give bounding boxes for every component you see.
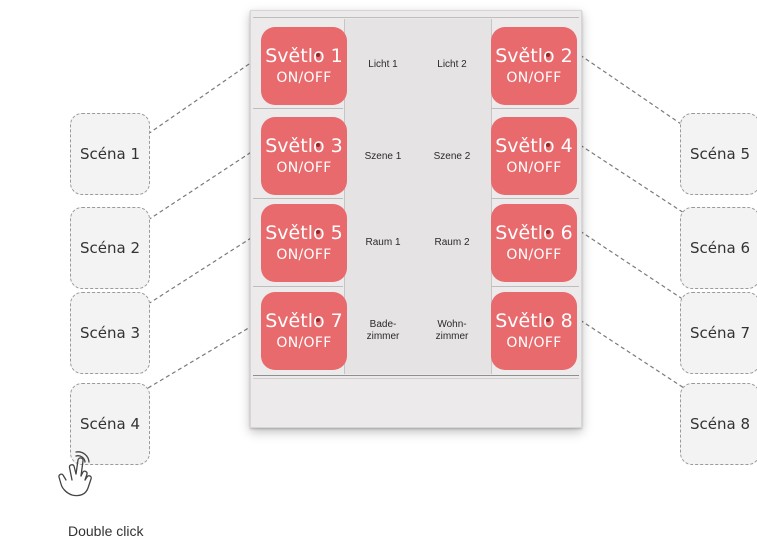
button-sublabel: ON/OFF	[506, 160, 562, 176]
status-led	[316, 230, 320, 234]
scene-6-box[interactable]: Scéna 6	[680, 207, 757, 289]
center-label-left: Raum 1	[365, 237, 401, 248]
button-label: Světlo 5	[265, 222, 343, 244]
connector-line	[579, 230, 685, 301]
light-8-button[interactable]: Světlo 8 ON/OFF	[491, 292, 577, 370]
panel-bottom-line	[253, 378, 579, 379]
status-led	[316, 318, 320, 322]
status-led	[546, 318, 550, 322]
double-click-caption: Double click	[68, 523, 144, 539]
button-sublabel: ON/OFF	[506, 70, 562, 86]
light-3-button[interactable]: Světlo 3 ON/OFF	[261, 117, 347, 195]
status-led	[316, 53, 320, 57]
row-divider	[253, 108, 343, 109]
button-label: Světlo 3	[265, 135, 343, 157]
row-divider	[253, 198, 343, 199]
button-label: Světlo 7	[265, 310, 343, 332]
button-label: Světlo 6	[495, 222, 573, 244]
connector-line	[147, 230, 263, 305]
scene-4-box[interactable]: Scéna 4	[70, 383, 150, 465]
double-tap-hand-icon	[58, 451, 92, 497]
connector-line	[147, 54, 263, 135]
row-divider	[491, 108, 579, 109]
light-2-button[interactable]: Světlo 2 ON/OFF	[491, 27, 577, 105]
status-led	[546, 230, 550, 234]
connector-line	[579, 144, 685, 214]
scene-8-box[interactable]: Scéna 8	[680, 383, 757, 465]
status-led	[316, 143, 320, 147]
connector-line	[579, 54, 685, 127]
button-label: Světlo 8	[495, 310, 573, 332]
center-label-right: Wohn- zimmer	[435, 319, 469, 342]
button-sublabel: ON/OFF	[276, 247, 332, 263]
connector-line	[579, 319, 685, 389]
status-led	[546, 143, 550, 147]
row-divider	[491, 286, 579, 287]
button-sublabel: ON/OFF	[276, 160, 332, 176]
light-1-button[interactable]: Světlo 1 ON/OFF	[261, 27, 347, 105]
button-label: Světlo 2	[495, 45, 573, 67]
center-label-right: Licht 2	[437, 59, 467, 70]
light-5-button[interactable]: Světlo 5 ON/OFF	[261, 204, 347, 282]
status-led	[546, 53, 550, 57]
button-label: Světlo 1	[265, 45, 343, 67]
row-divider	[253, 286, 343, 287]
panel-top-line	[253, 17, 579, 18]
connector-line	[147, 144, 263, 221]
center-label-right: Raum 2	[434, 237, 470, 248]
button-label: Světlo 4	[495, 135, 573, 157]
panel-bottom-line	[253, 375, 579, 376]
scene-7-box[interactable]: Scéna 7	[680, 292, 757, 374]
button-sublabel: ON/OFF	[506, 247, 562, 263]
scene-2-box[interactable]: Scéna 2	[70, 207, 150, 289]
button-sublabel: ON/OFF	[276, 335, 332, 351]
center-label-left: Licht 1	[368, 59, 398, 70]
center-label-left: Szene 1	[364, 151, 402, 162]
label-strip	[344, 19, 492, 374]
light-6-button[interactable]: Světlo 6 ON/OFF	[491, 204, 577, 282]
light-7-button[interactable]: Světlo 7 ON/OFF	[261, 292, 347, 370]
light-4-button[interactable]: Světlo 4 ON/OFF	[491, 117, 577, 195]
center-label-left: Bade- zimmer	[366, 319, 400, 342]
center-label-right: Szene 2	[433, 151, 471, 162]
button-sublabel: ON/OFF	[276, 70, 332, 86]
switch-panel: Světlo 1 ON/OFF Světlo 2 ON/OFF Světlo 3…	[250, 10, 582, 428]
connector-line	[147, 319, 263, 389]
scene-1-box[interactable]: Scéna 1	[70, 113, 150, 195]
row-divider	[491, 198, 579, 199]
scene-3-box[interactable]: Scéna 3	[70, 292, 150, 374]
scene-5-box[interactable]: Scéna 5	[680, 113, 757, 195]
button-sublabel: ON/OFF	[506, 335, 562, 351]
